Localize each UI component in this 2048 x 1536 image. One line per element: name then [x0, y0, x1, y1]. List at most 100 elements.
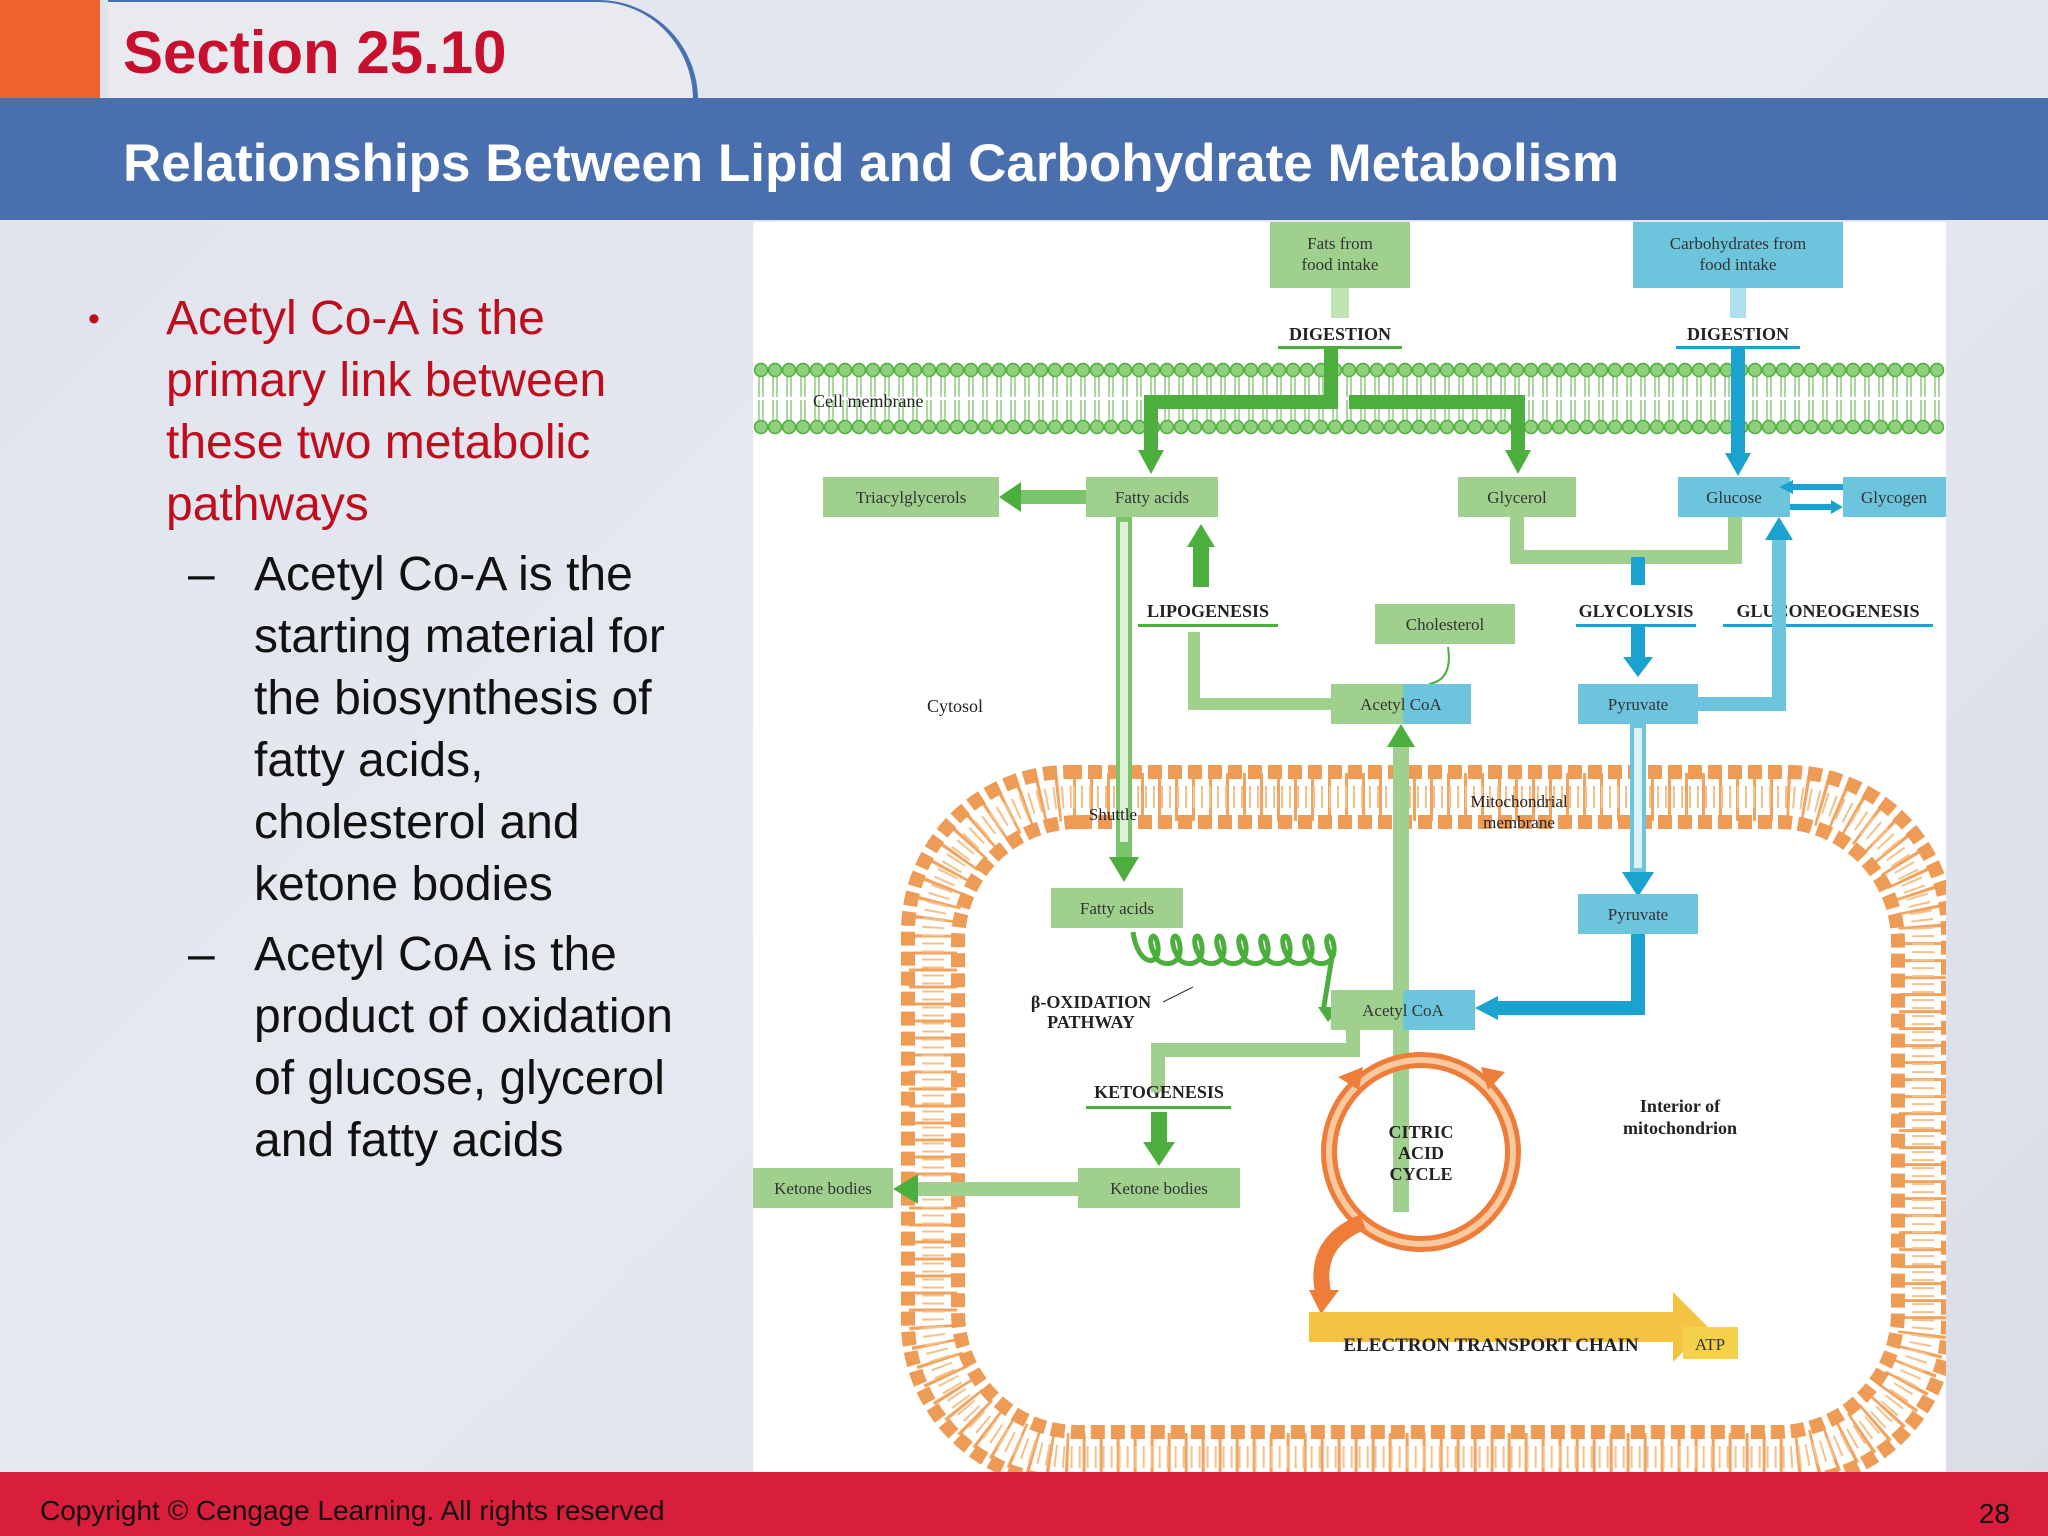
membrane-tail: [1892, 400, 1898, 420]
membrane-tail: [912, 377, 918, 397]
glucose-label: Glucose: [1706, 488, 1762, 507]
dash-icon: –: [188, 548, 215, 601]
gluconeogenesis-label: GLUCONEOGENESIS: [1736, 601, 1919, 621]
membrane-bead: [977, 362, 993, 378]
shuttle-label: Shuttle: [1089, 805, 1137, 824]
slide-title: Relationships Between Lipid and Carbohyd…: [123, 134, 1620, 193]
glucose-box: [1678, 477, 1790, 517]
membrane-tail: [1696, 377, 1702, 397]
membrane-tail: [1836, 377, 1842, 397]
membrane-bead: [865, 362, 881, 378]
membrane-tail: [1458, 377, 1464, 397]
header-accent-block: [0, 0, 100, 100]
membrane-bead: [1663, 362, 1679, 378]
digestion-left-label: DIGESTION: [1289, 324, 1391, 344]
membrane-tail: [856, 400, 862, 420]
membrane-bead: [921, 419, 937, 435]
glycogen-box: [1843, 477, 1946, 517]
membrane-bead: [1509, 362, 1525, 378]
membrane-tail: [1024, 400, 1030, 420]
carbs-intake-label: Carbohydrates from: [1670, 234, 1806, 253]
membrane-bead: [1649, 419, 1665, 435]
membrane-tail: [1906, 400, 1912, 420]
digestion-right-label: DIGESTION: [1687, 324, 1789, 344]
membrane-bead: [1523, 362, 1539, 378]
membrane-tail: [940, 377, 946, 397]
membrane-tail: [828, 377, 834, 397]
membrane-bead: [1565, 362, 1581, 378]
membrane-bead: [1887, 362, 1903, 378]
membrane-tail: [1766, 400, 1772, 420]
membrane-tail: [1570, 400, 1576, 420]
membrane-bead: [1761, 419, 1777, 435]
membrane-bead: [1579, 362, 1595, 378]
cell-membrane-label: Cell membrane: [813, 391, 923, 411]
membrane-bead: [1089, 419, 1105, 435]
membrane-bead: [1411, 419, 1427, 435]
membrane-tail: [1108, 400, 1114, 420]
membrane-bead: [1159, 362, 1175, 378]
membrane-bead: [1243, 419, 1259, 435]
membrane-bead: [1173, 419, 1189, 435]
membrane-bead: [1187, 419, 1203, 435]
membrane-bead: [1761, 362, 1777, 378]
membrane-tail: [1766, 377, 1772, 397]
membrane-bead: [1817, 419, 1833, 435]
membrane-tail: [1808, 377, 1814, 397]
membrane-bead: [1117, 419, 1133, 435]
membrane-bead: [991, 362, 1007, 378]
membrane-bead: [1593, 362, 1609, 378]
membrane-bead: [1831, 362, 1847, 378]
membrane-tail: [1038, 400, 1044, 420]
membrane-bead: [837, 362, 853, 378]
membrane-bead: [1859, 419, 1875, 435]
citric-acid-label: CYCLE: [1389, 1164, 1452, 1184]
membrane-tail: [898, 400, 904, 420]
membrane-bead: [1201, 419, 1217, 435]
pyruvate-top-box: [1578, 684, 1698, 724]
membrane-tail: [1808, 400, 1814, 420]
membrane-tail: [1892, 377, 1898, 397]
membrane-bead: [1355, 419, 1371, 435]
fats-intake-label: Fats from: [1307, 234, 1373, 253]
membrane-bead: [767, 362, 783, 378]
membrane-bead: [935, 362, 951, 378]
membrane-tail: [1626, 400, 1632, 420]
membrane-bead: [907, 362, 923, 378]
pyruvate-mito-box: [1578, 894, 1698, 934]
membrane-bead: [879, 362, 895, 378]
membrane-tail: [1136, 400, 1142, 420]
membrane-bead: [1635, 362, 1651, 378]
membrane-bead: [1495, 419, 1511, 435]
membrane-bead: [1677, 362, 1693, 378]
membrane-bead: [767, 419, 783, 435]
fatty-acids-mito-label: Fatty acids: [1080, 899, 1154, 918]
etc-arrow: [1309, 1292, 1708, 1362]
membrane-bead: [1929, 362, 1945, 378]
ketone-bodies-in-label: Ketone bodies: [1110, 1179, 1208, 1198]
membrane-bead: [1873, 362, 1889, 378]
membrane-tail: [1836, 400, 1842, 420]
membrane-bead: [1229, 419, 1245, 435]
beta-oxidation-spiral: [1130, 931, 1337, 1013]
membrane-bead: [1467, 419, 1483, 435]
membrane-tail: [1220, 377, 1226, 397]
membrane-bead: [977, 419, 993, 435]
membrane-bead: [753, 362, 769, 378]
beta-oxidation-label: β-OXIDATION: [1031, 992, 1151, 1012]
membrane-tail: [1724, 400, 1730, 420]
membrane-bead: [1649, 362, 1665, 378]
membrane-bead: [1873, 419, 1889, 435]
bullet-main: • Acetyl Co-A is the primary link betwee…: [88, 288, 728, 536]
membrane-bead: [1117, 362, 1133, 378]
membrane-bead: [1089, 362, 1105, 378]
membrane-bead: [1103, 362, 1119, 378]
membrane-bead: [1551, 362, 1567, 378]
membrane-bead: [1243, 362, 1259, 378]
membrane-bead: [1439, 362, 1455, 378]
fatty-acids-mito-box: [1051, 888, 1183, 928]
membrane-bead: [1635, 419, 1651, 435]
membrane-tail: [814, 377, 820, 397]
ketone-bodies-out-box: [753, 1168, 893, 1208]
membrane-tail: [1696, 400, 1702, 420]
